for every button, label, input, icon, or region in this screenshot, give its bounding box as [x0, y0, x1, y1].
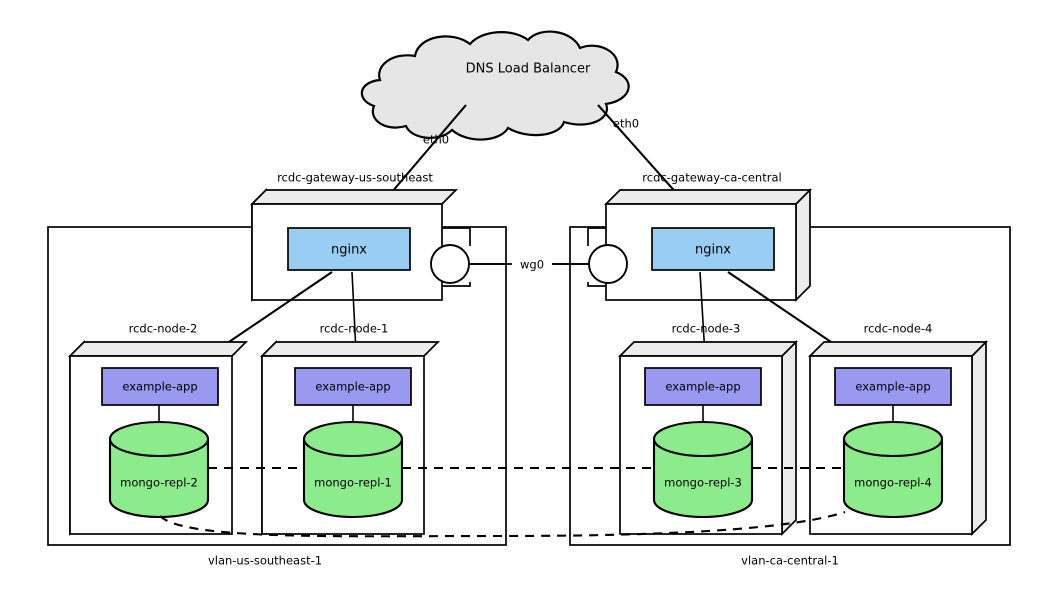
wg0-tunnel: wg0: [430, 227, 628, 287]
node-rcdc-node-1-depth-top: [259, 341, 441, 357]
db-mongo-repl-3-label: mongo-repl-3: [664, 476, 742, 490]
db-mongo-repl-4-label: mongo-repl-4: [854, 476, 932, 490]
app-example-app-node-2-label: example-app: [122, 380, 197, 394]
db-mongo-repl-2[interactable]: mongo-repl-2: [108, 420, 210, 519]
db-mongo-repl-4-body: [842, 437, 944, 519]
app-example-app-node-4-label: example-app: [855, 380, 930, 394]
gateway-ca-central-depth-right: [795, 187, 811, 303]
wg0-endpoint-right[interactable]: [588, 244, 628, 284]
wg0-wire-left-bottom: [442, 282, 471, 287]
wg0-wire-right-top: [587, 227, 606, 246]
vlan-label-ca-central: vlan-ca-central-1: [741, 554, 839, 568]
nginx-service-right[interactable]: [651, 227, 775, 271]
node-rcdc-node-4[interactable]: rcdc-node-4 example-app mongo-repl-4: [807, 322, 989, 537]
app-example-app-node-3[interactable]: [644, 367, 762, 406]
node-rcdc-node-3-depth-top: [617, 341, 799, 357]
cloud-label: DNS Load Balancer: [466, 62, 591, 77]
gateway-ca-central-label: rcdc-gateway-ca-central: [642, 171, 781, 185]
node-rcdc-node-2-label: rcdc-node-2: [129, 322, 198, 336]
db-mongo-repl-2-label: mongo-repl-2: [120, 476, 198, 490]
dns-load-balancer-cloud: DNS Load Balancer: [360, 30, 630, 141]
gateway-us-southeast[interactable]: rcdc-gateway-us-southeast nginx: [249, 171, 459, 303]
node-rcdc-node-4-label: rcdc-node-4: [864, 322, 933, 336]
db-mongo-repl-4-top: [842, 420, 944, 458]
app-example-app-node-2[interactable]: [101, 367, 219, 406]
eth0-label-right: eth0: [613, 117, 639, 131]
db-mongo-repl-1-label: mongo-repl-1: [314, 476, 392, 490]
db-mongo-repl-2-top: [108, 420, 210, 458]
node-rcdc-node-2[interactable]: rcdc-node-2 example-app mongo-repl-2: [67, 322, 249, 537]
node-rcdc-node-4-depth-top: [807, 341, 989, 357]
node-rcdc-node-1-label: rcdc-node-1: [320, 322, 389, 336]
cloud-shape: [360, 30, 630, 141]
node-rcdc-node-1[interactable]: rcdc-node-1 example-app mongo-repl-1: [259, 322, 441, 537]
gateway-us-southeast-label: rcdc-gateway-us-southeast: [277, 171, 433, 185]
wg0-wire-left-top: [442, 227, 471, 246]
db-mongo-repl-1-body: [302, 437, 404, 519]
db-mongo-repl-1-top: [302, 420, 404, 458]
repl-link-2-to-4: [159, 511, 846, 538]
nginx-service-left-label: nginx: [331, 243, 367, 258]
vlan-label-us-southeast: vlan-us-southeast-1: [208, 554, 322, 568]
node-rcdc-node-2-depth-top: [67, 341, 249, 357]
eth0-label-left: eth0: [423, 133, 449, 147]
app-example-app-node-4[interactable]: [834, 367, 952, 406]
db-mongo-repl-3[interactable]: mongo-repl-3: [652, 420, 754, 519]
app-example-app-node-1[interactable]: [294, 367, 412, 406]
wg0-label: wg0: [520, 258, 544, 272]
gateway-ca-central[interactable]: rcdc-gateway-ca-central nginx: [603, 171, 813, 303]
node-rcdc-node-4-depth-right: [971, 339, 987, 537]
node-rcdc-node-3-label: rcdc-node-3: [672, 322, 741, 336]
app-example-app-node-1-label: example-app: [315, 380, 390, 394]
db-mongo-repl-3-body: [652, 437, 754, 519]
gateway-ca-central-depth-top: [603, 189, 813, 205]
nginx-service-right-label: nginx: [695, 243, 731, 258]
db-mongo-repl-1[interactable]: mongo-repl-1: [302, 420, 404, 519]
wg0-label-backdrop: [512, 255, 552, 273]
db-mongo-repl-3-top: [652, 420, 754, 458]
wg0-endpoint-left[interactable]: [430, 244, 470, 284]
app-example-app-node-3-label: example-app: [665, 380, 740, 394]
node-rcdc-node-3-depth-right: [781, 339, 797, 537]
node-rcdc-node-3[interactable]: rcdc-node-3 example-app mongo-repl-3: [617, 322, 799, 537]
nginx-service-left[interactable]: [287, 227, 411, 271]
gateway-us-southeast-depth-top: [249, 189, 459, 205]
wg0-wire-right-bottom: [587, 282, 606, 287]
db-mongo-repl-4[interactable]: mongo-repl-4: [842, 420, 944, 519]
